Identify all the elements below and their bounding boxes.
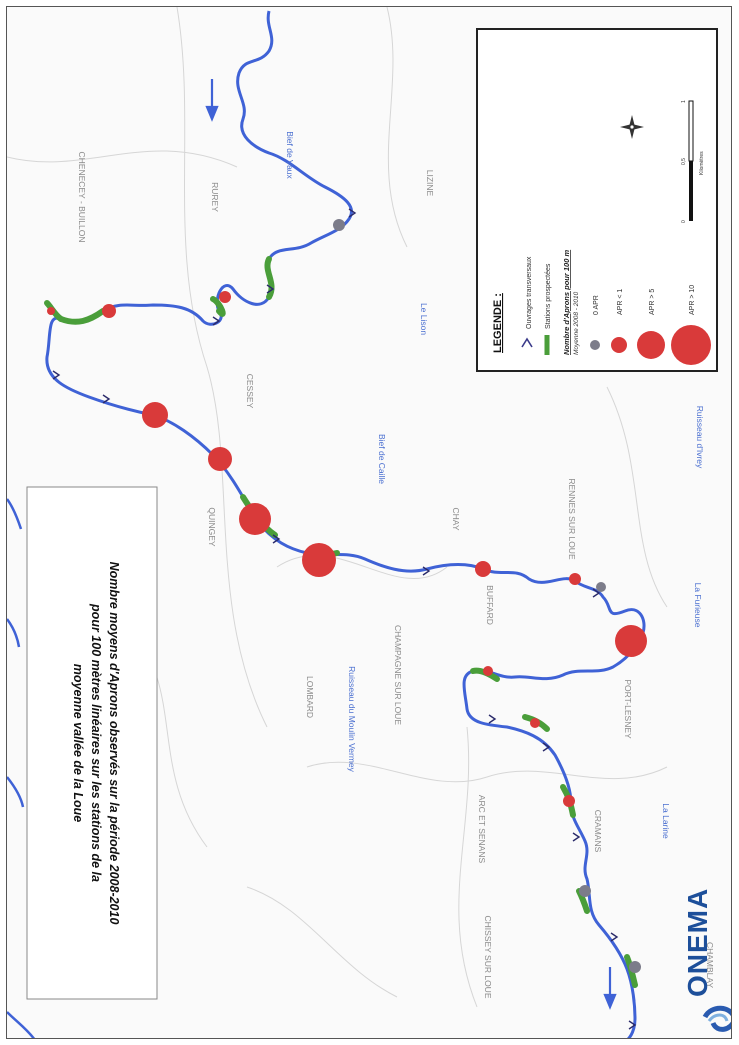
weir-icon — [212, 316, 221, 326]
legend-weirs-label: Ouvrages transversaux — [526, 256, 533, 329]
weir-icon — [542, 742, 551, 752]
town-label: LIZINE — [425, 170, 435, 197]
town-label: PORT-LESNEY — [623, 679, 633, 739]
apron-marker — [102, 304, 116, 318]
title-line-1: Nombre moyens d'Aprons observés sur la p… — [107, 562, 121, 925]
legend-heading: LEGENDE : — [492, 293, 504, 353]
side-waterways — [7, 498, 36, 1038]
apron-marker — [142, 402, 168, 428]
weir-icon — [52, 370, 61, 380]
onema-swirl-icon — [702, 1005, 731, 1032]
apron-marker — [219, 291, 231, 303]
scale-bar: 0 0,5 1 Kilomètres — [681, 100, 705, 223]
apron-marker-zero — [579, 885, 591, 897]
weir-icon — [348, 208, 357, 218]
apron-markers-layer — [47, 219, 647, 973]
town-label: ARC ET SENANS — [477, 795, 487, 864]
waterway-label: Ruisseau d'Ivrey — [695, 406, 705, 469]
town-label: CHAMBLAY — [705, 942, 715, 988]
apron-marker — [569, 573, 581, 585]
legend-class-label: APR > 5 — [649, 289, 656, 315]
town-label: CHISSEY SUR LOUE — [483, 916, 493, 999]
station-segment — [58, 308, 106, 325]
legend-class-label: 0 APR — [593, 295, 600, 315]
waterway-label: Bief de Vaux — [285, 131, 295, 179]
waterway-label: Le Lison — [419, 303, 429, 335]
waterway-label: La Larine — [661, 803, 671, 839]
onema-logo: ONEMA — [682, 888, 731, 1032]
flow-arrow-icon — [603, 967, 617, 1010]
town-label: CESSEY — [245, 374, 255, 409]
waterway-label: Bief de Caille — [377, 434, 387, 484]
town-label: BUFFARD — [485, 585, 495, 625]
weir-icon — [488, 714, 497, 724]
apron-marker — [208, 447, 232, 471]
weir-icon — [610, 932, 619, 942]
apron-marker — [530, 718, 540, 728]
scale-tick-label: 1 — [681, 100, 687, 103]
apron-marker — [47, 307, 55, 315]
town-label: LOMBARD — [305, 676, 315, 718]
weir-icon — [592, 588, 601, 598]
apron-marker-zero — [333, 219, 345, 231]
town-label: RENNES SUR LOUE — [567, 478, 577, 560]
onema-wordmark: ONEMA — [682, 888, 713, 997]
title-line-2: pour 100 mètres linéaires sur les statio… — [89, 603, 103, 882]
legend-subheading-2: Moyenne 2008 - 2010 — [573, 291, 580, 355]
apron-marker — [483, 666, 493, 676]
weirs-layer — [52, 208, 647, 1030]
station-segment — [264, 256, 275, 300]
legend-class-label: APR < 1 — [617, 289, 624, 315]
station-segment — [210, 296, 226, 317]
compass-icon — [620, 115, 644, 139]
map-canvas: CHENECEY - BUILLON RUREY CESSEY LIZINE QUING… — [7, 7, 731, 1038]
weir-icon — [572, 832, 581, 842]
waterway-label: La Furieuse — [693, 583, 703, 628]
waterway-label: Ruisseau du Moulin Vermey — [347, 666, 357, 773]
weir-icon — [628, 1020, 637, 1030]
town-label: CHENECEY - BUILLON — [77, 151, 87, 242]
weir-icon — [272, 534, 281, 544]
legend-stations-label: Stations prospectées — [545, 263, 552, 329]
town-label: CRAMANS — [593, 810, 603, 853]
apron-marker — [239, 503, 271, 535]
title-line-3: moyenne vallée de la Loue — [71, 664, 85, 822]
map-frame: CHENECEY - BUILLON RUREY CESSEY LIZINE QUING… — [6, 6, 732, 1039]
legend-swatch-medium — [637, 331, 665, 359]
weir-icon — [422, 566, 431, 576]
town-label: RUREY — [210, 182, 220, 212]
apron-marker-zero — [596, 582, 606, 592]
weir-arrow-icon — [521, 337, 533, 348]
legend-subheading: Nombre d'Aprons pour 100 m — [562, 250, 571, 355]
apron-marker — [475, 561, 491, 577]
flow-arrow-icon — [205, 79, 219, 122]
apron-marker — [563, 795, 575, 807]
title-box: Nombre moyens d'Aprons observés sur la p… — [26, 486, 158, 1000]
weir-icon — [266, 284, 275, 294]
scale-tick-label: 0 — [681, 220, 687, 223]
town-label: QUINGEY — [207, 507, 217, 547]
legend-swatch-zero — [590, 340, 600, 350]
legend-swatch-large — [671, 325, 711, 365]
labels-layer: CHENECEY - BUILLON RUREY CESSEY LIZINE QUING… — [77, 131, 715, 999]
weir-icon — [102, 394, 111, 404]
legend-swatch-small — [611, 337, 627, 353]
scale-tick-label: 0,5 — [681, 158, 687, 165]
town-label: CHAY — [451, 508, 461, 531]
scale-unit-label: Kilomètres — [699, 151, 705, 175]
apron-marker — [302, 543, 336, 577]
legend-class-label: APR > 10 — [689, 285, 696, 315]
town-label: CHAMPAGNE SUR LOUE — [393, 625, 403, 725]
apron-marker — [615, 625, 647, 657]
legend-box: LEGENDE : Ouvrages transversaux Stations… — [476, 28, 718, 372]
apron-marker-zero — [629, 961, 641, 973]
